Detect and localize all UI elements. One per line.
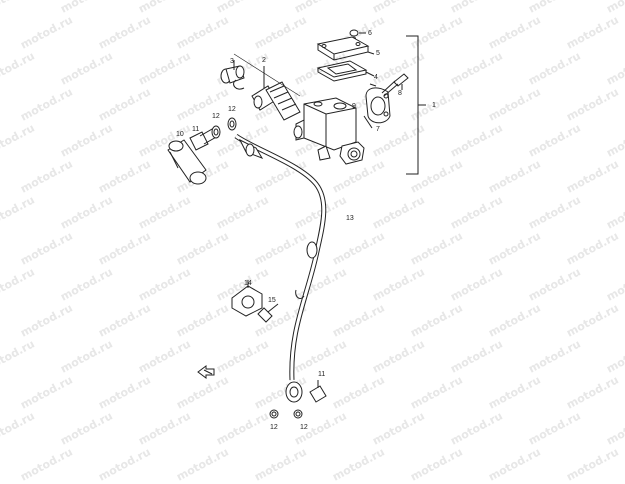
callout-9: 9: [352, 103, 356, 110]
front-direction-arrow: [197, 365, 215, 379]
callout-11: 11: [192, 126, 199, 133]
callout-13: 13: [346, 215, 354, 222]
callout-14: 14: [244, 280, 252, 287]
circlip: [233, 79, 245, 90]
callout-2: 2: [262, 57, 266, 64]
callout-7: 7: [376, 126, 380, 133]
bolt-15: [257, 303, 279, 323]
banjo-bolt-11-bottom: [309, 380, 327, 403]
reservoir-cap-5: [316, 36, 375, 61]
callout-5: 5: [376, 50, 380, 57]
bolt-8: [381, 73, 409, 97]
brake-hose-13: [234, 133, 327, 403]
washer-12-bottom-a: [269, 409, 279, 419]
boot-3: [220, 65, 245, 84]
callout-1: 1: [432, 102, 436, 109]
washer-12-bottom-b: [293, 409, 303, 419]
clamp-9: [365, 87, 391, 124]
callout-12: 12: [212, 113, 220, 120]
callout-12: 12: [228, 106, 236, 113]
diaphragm-4: [316, 60, 375, 82]
callout-8: 8: [398, 90, 402, 97]
banjo-bolt-11-top: [189, 127, 219, 151]
callout-12: 12: [300, 424, 308, 431]
hose-clamp-14: [231, 280, 263, 317]
washer-12-mid: [227, 117, 237, 131]
callout-12: 12: [270, 424, 278, 431]
group-bracket: [406, 35, 419, 175]
piston-kit-2: [251, 81, 301, 121]
washer-12-top: [211, 125, 221, 139]
callout-15: 15: [268, 297, 276, 304]
callout-10: 10: [176, 131, 184, 138]
master-cylinder-body: [293, 97, 365, 165]
hose-fitting-10: [167, 139, 207, 185]
callout-4: 4: [374, 74, 378, 81]
callout-11: 11: [318, 371, 325, 378]
callout-6: 6: [368, 30, 372, 37]
callout-3: 3: [230, 58, 234, 65]
